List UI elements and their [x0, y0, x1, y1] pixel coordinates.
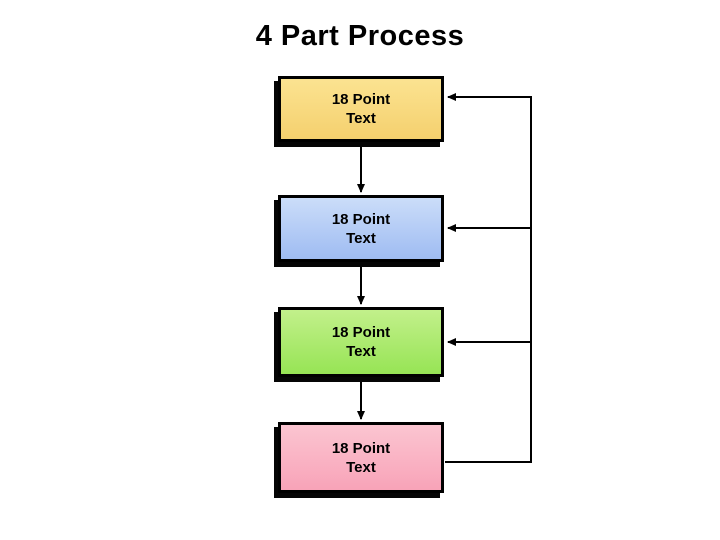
feedback-loop-step4-to-step1 — [445, 93, 532, 463]
step-4-label-line-2: Text — [346, 458, 376, 476]
step-1-label-line-1: 18 Point — [331, 91, 391, 108]
step-1-label-line-2: Text — [346, 110, 376, 127]
step-2-label-line-2: Text — [346, 229, 376, 247]
process-step-2: 18 Point Text — [278, 195, 444, 262]
process-step-1: 18 Point Text — [278, 76, 444, 142]
step-3-label-line-1: 18 Point — [331, 324, 391, 341]
process-step-4: 18 Point Text — [278, 422, 444, 493]
step-4-label-line-1: 18 Point — [331, 439, 391, 457]
step-2-label-line-1: 18 Point — [331, 210, 391, 228]
process-step-3: 18 Point Text — [278, 307, 444, 377]
step-3-label-line-2: Text — [346, 343, 376, 360]
slide-title: 4 Part Process — [255, 20, 465, 52]
